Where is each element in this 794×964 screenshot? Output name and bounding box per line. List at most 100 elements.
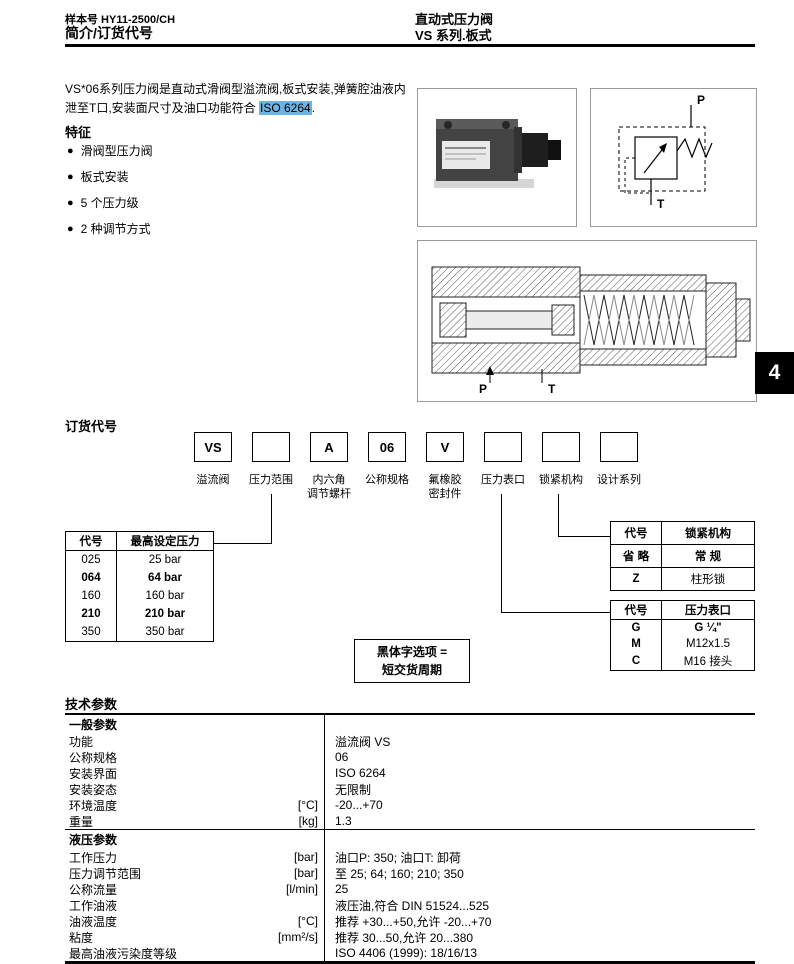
- value-cell: G ¼": [694, 622, 722, 634]
- intro-paragraph: VS*06系列压力阀是直动式滑阀型溢流阀,板式安装,弹簧腔油液内泄至T口,安装面…: [65, 80, 413, 118]
- connector-line: [501, 494, 502, 613]
- order-box-series: VS: [194, 432, 232, 462]
- value-cell: 25 bar: [148, 554, 182, 566]
- col-header-lock: 锁紧机构: [661, 521, 755, 545]
- table-row: 064 64 bar: [65, 569, 214, 587]
- table-row: 025 25 bar: [65, 550, 214, 569]
- tech-row: 公称规格 06: [65, 749, 755, 765]
- tech-row: 功能 溢流阀 VS: [65, 733, 755, 749]
- code-cell: Z: [610, 567, 662, 591]
- table-row: 350 350 bar: [65, 623, 214, 642]
- value-cell: 柱形锁: [661, 567, 755, 591]
- param-unit: [kg]: [298, 814, 318, 828]
- note-line: 黑体字选项 =: [376, 645, 448, 659]
- order-col-design: 设计系列: [590, 432, 648, 502]
- hydraulic-symbol: P T: [618, 93, 713, 211]
- param-label: 压力调节范围: [69, 866, 142, 881]
- param-value: 无限制: [335, 782, 372, 797]
- param-value: 溢流阀 VS: [335, 734, 391, 749]
- param-value: 1.3: [335, 814, 352, 828]
- param-label: 粘度: [69, 930, 94, 945]
- chapter-tab: 4: [755, 352, 794, 394]
- value-cell: M16 接头: [683, 656, 733, 668]
- page-section-title: 简介/订货代号: [65, 25, 153, 41]
- tech-row: 油液温度[°C] 推荐 +30...+50,允许 -20...+70: [65, 913, 755, 929]
- param-value: 推荐 +30...+50,允许 -20...+70: [335, 914, 492, 929]
- table-row: 210 210 bar: [65, 605, 214, 623]
- bullet-icon: ●: [67, 170, 74, 183]
- tech-section-general: 一般参数: [65, 715, 755, 733]
- connector-line: [271, 494, 272, 544]
- iso-6264-highlight[interactable]: ISO 6264: [259, 101, 312, 116]
- feature-item: ●滑阀型压力阀: [67, 142, 153, 159]
- ordering-heading: 订货代号: [65, 419, 118, 434]
- code-cell: 210: [65, 605, 117, 623]
- intro-text-end: .: [311, 101, 316, 116]
- col-header-code: 代号: [610, 521, 662, 545]
- param-label: 重量: [69, 814, 94, 829]
- param-value: 06: [335, 750, 349, 764]
- value-cell: 350 bar: [145, 626, 185, 638]
- value-cell: 160 bar: [145, 590, 185, 602]
- table-row: Z 柱形锁: [610, 567, 755, 591]
- tech-row: 最高油液污染度等级 ISO 4406 (1999): 18/16/13: [65, 945, 755, 961]
- feature-item: ●2 种调节方式: [67, 220, 153, 237]
- order-label-pressure-range: 压力范围: [249, 474, 293, 486]
- col-header-gauge-port: 压力表口: [661, 600, 755, 620]
- order-box-pressure-range: [252, 432, 290, 462]
- code-cell: 省 略: [610, 544, 662, 568]
- param-label: 安装姿态: [69, 782, 118, 797]
- order-label-lock: 锁紧机构: [539, 474, 583, 486]
- feature-label: 板式安装: [80, 170, 129, 184]
- tech-row: 粘度[mm²/s] 推荐 30...50,允许 20...380: [65, 929, 755, 945]
- connector-line: [558, 536, 610, 537]
- table-row: M M12x1.5: [610, 636, 755, 652]
- value-cell: M12x1.5: [685, 638, 731, 650]
- table-header-row: 代号 最高设定压力: [65, 531, 214, 551]
- param-value: 油口P: 350; 油口T: 卸荷: [335, 850, 462, 865]
- section-header-label: 液压参数: [69, 833, 118, 847]
- note-line: 短交货周期: [381, 663, 442, 677]
- order-label-seal: 氟橡胶 密封件: [428, 474, 462, 500]
- lock-mechanism-table: 代号 锁紧机构 省 略 常 规 Z 柱形锁: [610, 521, 755, 591]
- intro-text: VS*06系列压力阀是直动式滑阀型溢流阀,板式安装,弹簧腔油液内泄至T口,安装面…: [65, 82, 406, 116]
- features-heading: 特征: [65, 125, 92, 140]
- order-col-lock: 锁紧机构: [532, 432, 590, 502]
- valve-photo: [434, 119, 561, 188]
- param-unit: [bar]: [293, 850, 318, 864]
- feature-label: 2 种调节方式: [80, 222, 151, 236]
- section-header-label: 一般参数: [69, 717, 118, 732]
- value-cell: 常 规: [661, 544, 755, 568]
- tech-row: 压力调节范围[bar] 至 25; 64; 160; 210; 350: [65, 865, 755, 881]
- order-col-seal: V 氟橡胶 密封件: [416, 432, 474, 502]
- gauge-port-table: 代号 压力表口 G G ¼" M M12x1.5 C M16 接头: [610, 600, 755, 671]
- tech-params-heading: 技术参数: [65, 697, 118, 712]
- cross-section-drawing: P T: [431, 266, 751, 396]
- order-label-gauge-port: 压力表口: [481, 474, 525, 486]
- order-col-adjustment: A 内六角 调节螺杆: [300, 432, 358, 502]
- connector-line: [558, 494, 559, 537]
- value-cell: 64 bar: [148, 572, 182, 584]
- table-header-row: 代号 锁紧机构: [610, 521, 755, 545]
- header-rule: [65, 44, 755, 47]
- order-box-lock: [542, 432, 580, 462]
- param-label: 功能: [69, 734, 94, 749]
- order-col-series: VS 溢流阀: [184, 432, 242, 502]
- code-cell: M: [610, 636, 662, 652]
- symbol-port-p-label: P: [697, 93, 705, 107]
- code-cell: 064: [65, 569, 117, 587]
- order-col-gauge-port: 压力表口: [474, 432, 532, 502]
- col-header-code: 代号: [610, 600, 662, 620]
- feature-item: ●5 个压力级: [67, 194, 153, 211]
- table-header-row: 代号 压力表口: [610, 600, 755, 620]
- hydraulic-symbol-frame: P T: [590, 88, 757, 227]
- bold-option-note: 黑体字选项 = 短交货周期: [354, 639, 470, 683]
- param-value: 至 25; 64; 160; 210; 350: [335, 866, 464, 881]
- features-list: ●滑阀型压力阀 ● 板式安装 ●5 个压力级 ●2 种调节方式: [67, 142, 153, 246]
- cross-section-frame: P T: [417, 240, 757, 402]
- tech-section-hydraulic: 液压参数: [65, 829, 755, 849]
- param-unit: [°C]: [297, 798, 318, 812]
- tech-row: 工作油液 液压油,符合 DIN 51524...525: [65, 897, 755, 913]
- symbol-port-t-label: T: [657, 197, 665, 211]
- param-label: 环境温度: [69, 798, 118, 813]
